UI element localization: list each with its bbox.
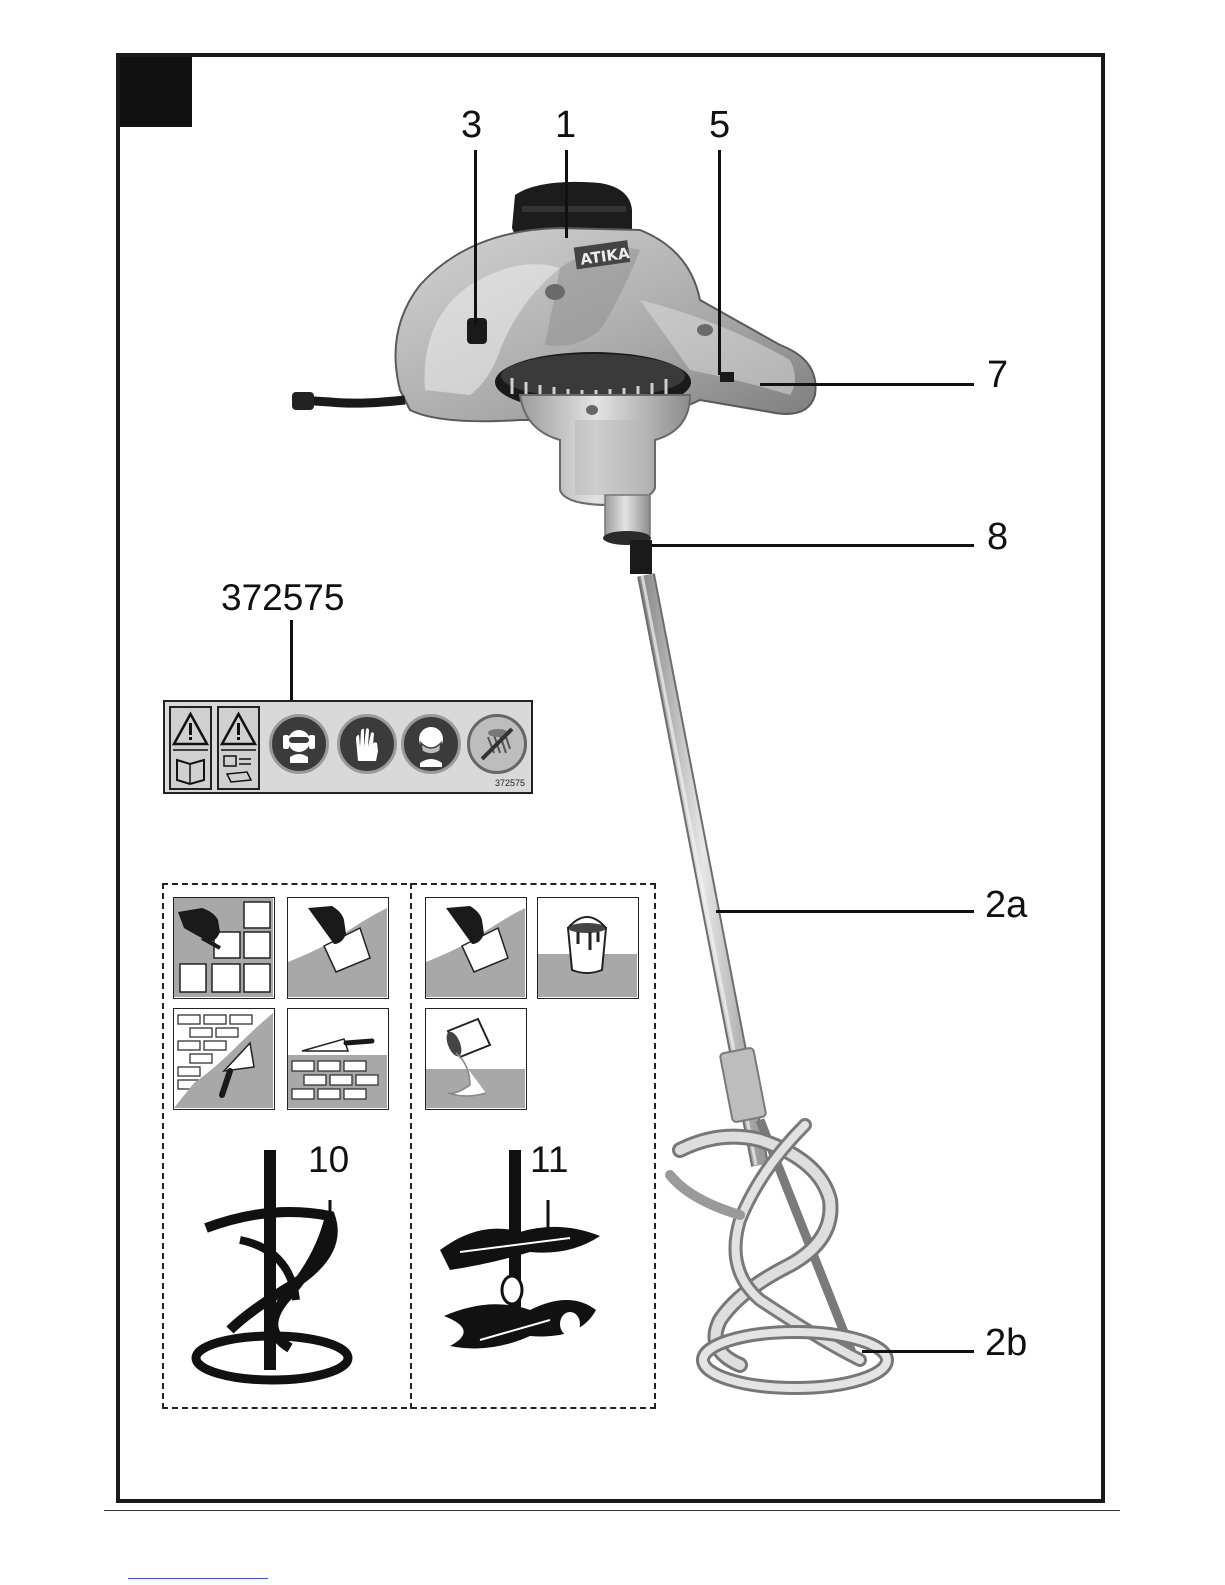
leader-line-1: [565, 150, 568, 238]
tile-tile-adhesive-icon: [173, 897, 275, 999]
leader-line-8: [652, 544, 974, 547]
paddle-stirrer-icon: [420, 1140, 620, 1400]
applications-divider: [410, 883, 412, 1409]
callout-2b: 2b: [985, 1324, 1027, 1362]
tile-paint-bucket-icon: [537, 897, 639, 999]
callout-2a: 2a: [985, 886, 1027, 924]
dust-mask-icon: [401, 714, 461, 774]
callout-8: 8: [987, 518, 1008, 556]
gloves-icon: [337, 714, 397, 774]
callout-5: 5: [709, 106, 730, 144]
leader-line-7: [760, 383, 974, 386]
leader-line-label: [290, 620, 293, 700]
callout-1: 1: [555, 106, 576, 144]
tile-pouring-compound-icon: [425, 1008, 527, 1110]
leader-line-2b: [862, 1350, 974, 1353]
power-cord: [292, 392, 405, 410]
warning-read-manual-icon: [169, 706, 212, 790]
gear-housing: [520, 395, 690, 545]
tile-brick-mortar-icon: [173, 1008, 275, 1110]
leader-line-2a: [716, 910, 974, 913]
safety-label: 372575: [163, 700, 533, 794]
ear-eye-protection-icon: [269, 714, 329, 774]
tile-plaster-smoothing-icon: [287, 897, 389, 999]
lock-button: [720, 372, 734, 382]
tile-trowel-bricks-icon: [287, 1008, 389, 1110]
no-spray-icon: [467, 714, 527, 774]
leader-line-5: [718, 150, 721, 375]
leader-line-3: [474, 150, 477, 325]
footer-link-underline: [128, 1578, 268, 1579]
footer-rule: [104, 1510, 1120, 1511]
tile-filler-smoothing-icon: [425, 897, 527, 999]
safety-label-code: 372575: [221, 577, 344, 619]
callout-7: 7: [987, 356, 1008, 394]
callout-3: 3: [461, 106, 482, 144]
safety-label-small-code: 372575: [495, 778, 525, 788]
spindle: [630, 540, 652, 574]
warning-unplug-icon: [217, 706, 260, 790]
on-off-switch: [467, 318, 487, 344]
spiral-stirrer-icon: [180, 1140, 380, 1400]
